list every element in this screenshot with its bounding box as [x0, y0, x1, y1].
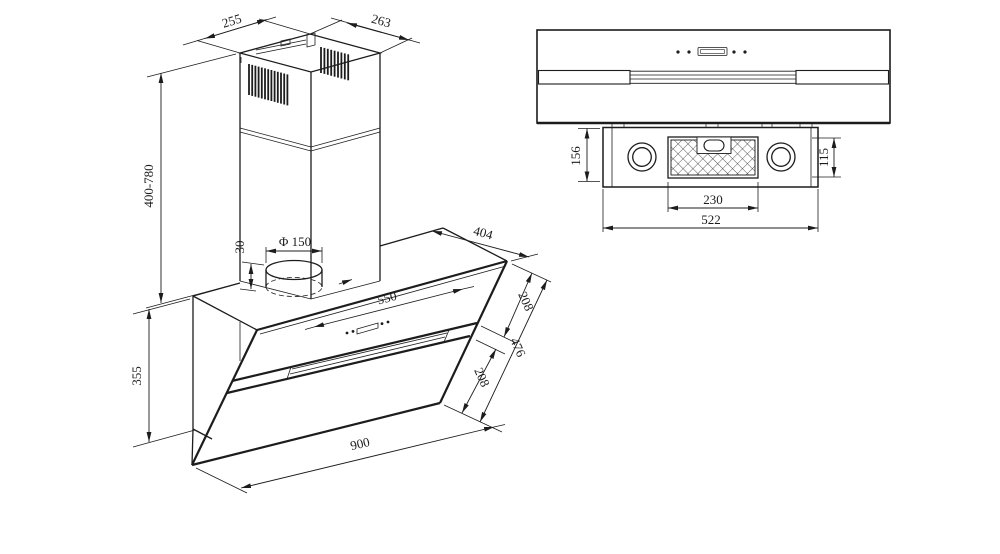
panel-band	[226, 321, 478, 395]
vent-slots-top-opening	[320, 47, 350, 81]
vent-slots-left	[248, 64, 289, 106]
dim-collar-height: 30	[232, 241, 265, 292]
dim-label-522: 522	[701, 212, 721, 227]
hood-body-side	[191, 296, 241, 466]
right-lamp	[766, 142, 796, 172]
front-control-panel	[676, 47, 747, 56]
dim-label-208-lower: 208	[471, 365, 493, 389]
dim-hood-width: 900	[195, 424, 506, 494]
bottom-view: 156 115 230 522	[568, 126, 841, 232]
dim-filter-width: 230	[667, 182, 759, 212]
dim-label-550: 550	[376, 288, 399, 307]
dim-label-30: 30	[232, 241, 247, 254]
dim-label-phi150: Φ 150	[279, 234, 311, 249]
dim-filter-depth: 115	[812, 137, 841, 178]
dim-body-height: 355	[129, 298, 196, 448]
dim-label-476: 476	[507, 335, 529, 359]
dim-chimney-top-width: 255	[182, 11, 311, 54]
dim-top-edge-width: 550	[304, 286, 475, 330]
display-window	[697, 47, 728, 56]
dim-housing-depth: 156	[568, 128, 600, 182]
dim-label-355: 355	[129, 366, 144, 386]
isometric-view: 255 263 400-780 355 30	[129, 11, 552, 494]
dim-label-156: 156	[568, 146, 583, 166]
dim-duct-diameter: Φ 150	[265, 234, 323, 263]
mounting-bracket	[240, 32, 316, 63]
chimney	[237, 32, 383, 300]
dim-label-255: 255	[220, 11, 243, 31]
dim-chimney-top-depth: 263	[309, 11, 421, 54]
dim-panel-sections: 208 476 208	[443, 263, 552, 433]
display-window	[356, 322, 379, 335]
display-inner	[700, 49, 725, 54]
filter-handle	[696, 136, 732, 154]
front-view	[536, 29, 891, 128]
dim-chimney-height: 400-780	[141, 53, 241, 309]
grease-filter	[667, 136, 759, 179]
dim-label-400-780: 400-780	[141, 164, 156, 207]
airflow-arrow	[338, 279, 353, 286]
front-trim-band	[537, 69, 890, 85]
dim-label-115: 115	[816, 148, 831, 167]
dim-label-263: 263	[370, 11, 393, 31]
glass-panel	[191, 260, 508, 467]
dim-hood-depth: 404	[426, 223, 539, 262]
dim-label-208-upper: 208	[515, 289, 537, 313]
left-lamp	[627, 142, 657, 172]
dim-label-230: 230	[703, 192, 723, 207]
control-panel	[345, 320, 390, 335]
dim-label-900: 900	[349, 434, 371, 453]
dim-housing-width: 522	[602, 189, 819, 232]
dim-label-404: 404	[472, 223, 495, 243]
